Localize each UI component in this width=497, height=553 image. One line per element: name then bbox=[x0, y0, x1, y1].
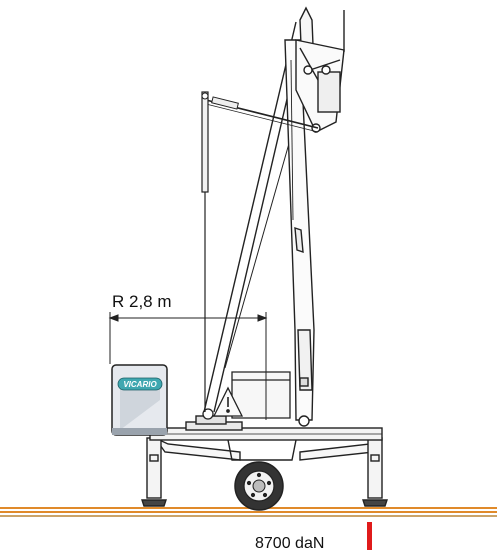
boom-pivot bbox=[298, 415, 310, 427]
lug-nut bbox=[266, 480, 272, 486]
left-foot-pad bbox=[141, 499, 167, 507]
ground-line-middle bbox=[0, 511, 497, 513]
jib-plate bbox=[317, 71, 341, 113]
right-leg-pin bbox=[370, 454, 380, 462]
jib-sheave bbox=[303, 65, 313, 75]
brand-badge bbox=[117, 377, 163, 391]
outriggers bbox=[141, 436, 388, 507]
load-label: 8700 daN bbox=[255, 535, 324, 552]
main-boom bbox=[284, 39, 315, 427]
ground-line-bottom bbox=[0, 515, 497, 517]
lug-nut bbox=[246, 480, 252, 486]
radius-dimension bbox=[108, 312, 268, 420]
housing-shading bbox=[120, 388, 160, 430]
wheel bbox=[234, 461, 284, 511]
boom-inner-line bbox=[290, 59, 294, 221]
ground bbox=[0, 507, 497, 517]
left-leg-pin bbox=[149, 454, 159, 462]
brand-label: VICARIO bbox=[123, 380, 157, 389]
hoist-rope bbox=[201, 91, 209, 412]
lug-nut bbox=[262, 492, 268, 498]
mast-inner-chord bbox=[224, 139, 291, 369]
turret bbox=[202, 371, 291, 420]
rope-sleeve bbox=[201, 91, 209, 193]
lug-nut bbox=[256, 472, 262, 478]
jib-head bbox=[295, 6, 345, 133]
ram-bracket bbox=[299, 377, 309, 387]
right-outrigger-leg bbox=[367, 437, 383, 499]
housing-base bbox=[112, 428, 167, 435]
right-outrigger-arm bbox=[299, 436, 380, 461]
stay-turnbuckle bbox=[211, 96, 239, 110]
warning-dot bbox=[226, 409, 230, 413]
stay-rod bbox=[205, 96, 319, 133]
left-outrigger-arm bbox=[152, 436, 241, 461]
turret-body bbox=[231, 371, 291, 419]
axle-arch bbox=[227, 439, 297, 461]
engine-box: VICARIO bbox=[111, 364, 168, 436]
hub bbox=[252, 479, 266, 493]
radius-label: R 2,8 m bbox=[112, 292, 172, 311]
rope-eye bbox=[201, 92, 209, 100]
lug-nut bbox=[250, 492, 256, 498]
boom-latch bbox=[294, 226, 304, 254]
dimension-arrow-left bbox=[108, 314, 119, 322]
jib-crossbar bbox=[309, 59, 341, 71]
jib-sheave bbox=[321, 65, 331, 75]
stay-rod-lower bbox=[205, 103, 319, 133]
dimension-arrow-right bbox=[257, 314, 268, 322]
right-foot-pad bbox=[362, 499, 388, 507]
mast-left-chord bbox=[203, 21, 297, 413]
boom-ram bbox=[297, 329, 313, 391]
left-outrigger-leg bbox=[146, 437, 162, 499]
load-marker bbox=[367, 522, 372, 550]
